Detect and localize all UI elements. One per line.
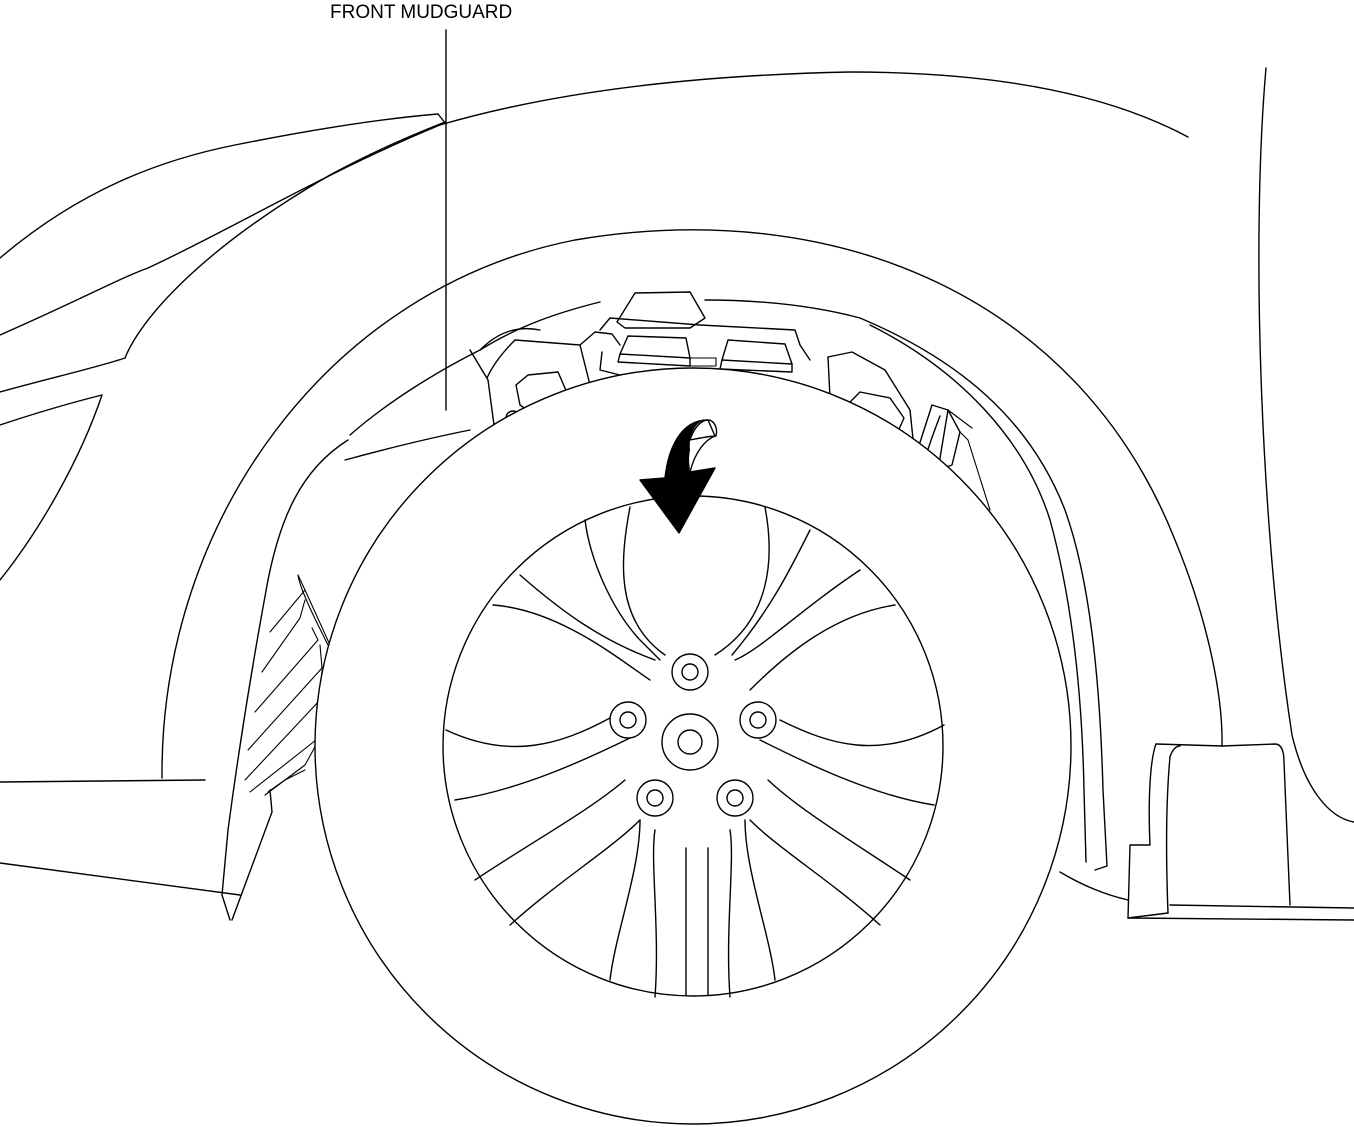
removal-direction-arrow <box>639 419 718 534</box>
wheel-hub <box>609 653 777 817</box>
wheel-cover <box>442 495 945 998</box>
wheel-spokes <box>445 506 945 998</box>
tire <box>314 367 1072 1125</box>
vehicle-body-outline <box>0 67 1354 921</box>
front-mudguard-label: FRONT MUDGUARD <box>330 2 513 23</box>
